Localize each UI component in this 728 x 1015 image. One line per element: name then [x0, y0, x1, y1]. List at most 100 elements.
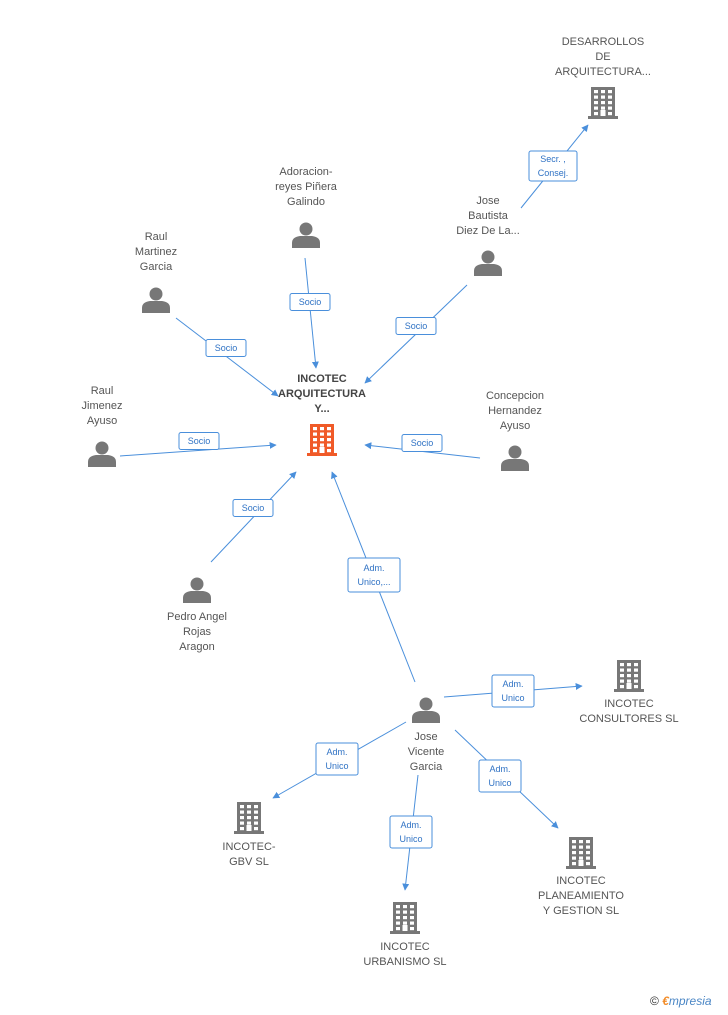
building-icon-window: [608, 112, 612, 116]
relation-label-text: Socio: [411, 438, 434, 448]
building-icon-window: [594, 90, 598, 94]
relation-label-text: Secr. ,: [540, 154, 566, 164]
relation-label-text: Socio: [188, 436, 211, 446]
relation-label[interactable]: Socio: [289, 293, 331, 311]
edge-jose_vicente-to-planeamiento: Adm. Unico: [454, 729, 559, 829]
edge-line: [304, 257, 319, 369]
node-label: ARQUITECTURA...: [555, 66, 651, 78]
empresia-logo[interactable]: © €mpresia: [650, 994, 712, 1008]
building-icon-window: [240, 816, 244, 820]
relation-label-text: Adm.: [502, 679, 523, 689]
edge-raul_martinez-to-incotec: Socio: [175, 317, 279, 397]
building-icon-window: [396, 921, 400, 925]
building-icon-window: [247, 810, 251, 814]
relation-label[interactable]: Adm. Unico: [478, 759, 522, 793]
building-icon-window: [634, 663, 638, 667]
building-icon-window: [586, 862, 590, 866]
node-label: Raul: [91, 385, 114, 397]
relation-label-text: Unico: [325, 761, 348, 771]
building-icon-window: [608, 106, 612, 110]
person-icon-body: [142, 301, 170, 313]
building-icon-window: [313, 432, 317, 436]
building-icon-door: [246, 825, 252, 831]
building-icon: [588, 87, 618, 119]
node-label: Jose: [476, 195, 499, 207]
relation-label-text: Unico: [488, 778, 511, 788]
relation-label[interactable]: Secr. ,Consej.: [528, 150, 578, 182]
person-icon: [88, 441, 116, 467]
node-label: Pedro Angel: [167, 611, 227, 623]
relation-label[interactable]: Socio: [232, 499, 274, 517]
building-icon: [307, 424, 337, 456]
relation-label[interactable]: Adm.Unico,...: [347, 557, 401, 593]
building-icon-window: [572, 845, 576, 849]
building-icon-door: [319, 447, 325, 453]
building-icon-window: [254, 827, 258, 831]
building-icon-window: [601, 101, 605, 105]
node-label: INCOTEC: [380, 941, 430, 953]
node-label: reyes Piñera: [275, 181, 338, 193]
person-icon-body: [183, 591, 211, 603]
relation-label[interactable]: Adm.Unico: [389, 815, 433, 849]
relation-label[interactable]: Adm.Unico: [315, 742, 359, 776]
node-label: Y GESTION SL: [543, 905, 619, 917]
building-icon-window: [586, 851, 590, 855]
node-gbv[interactable]: INCOTEC-GBV SL: [222, 802, 276, 868]
building-icon-window: [254, 816, 258, 820]
node-label: Bautista: [468, 210, 509, 222]
building-icon-window: [579, 856, 583, 860]
relation-label[interactable]: Socio: [178, 432, 220, 450]
person-icon-head: [419, 697, 433, 711]
building-icon-window: [313, 449, 317, 453]
building-icon-window: [586, 856, 590, 860]
building-icon-window: [601, 106, 605, 110]
building-icon-window: [313, 443, 317, 447]
relation-label-text: Socio: [299, 297, 322, 307]
relation-label-text: Adm.: [363, 563, 384, 573]
node-label: Rojas: [183, 626, 212, 638]
relation-label-text: Adm.: [489, 764, 510, 774]
building-icon-window: [410, 910, 414, 914]
person-icon: [412, 697, 440, 723]
relation-label-box: [347, 557, 401, 593]
building-icon-window: [254, 810, 258, 814]
building-icon-window: [320, 432, 324, 436]
edge-adoracion-to-incotec: Socio: [289, 257, 331, 369]
node-desarrollos[interactable]: DESARROLLOSDEARQUITECTURA...: [555, 36, 651, 119]
node-label: Raul: [145, 231, 168, 243]
person-icon: [501, 445, 529, 471]
node-incotec[interactable]: INCOTECARQUITECTURAY...: [278, 373, 366, 456]
person-icon-head: [190, 577, 204, 591]
node-label: URBANISMO SL: [363, 956, 446, 968]
node-label: PLANEAMIENTO: [538, 890, 624, 902]
relation-label[interactable]: Adm.Unico: [491, 674, 535, 708]
building-icon-window: [620, 668, 624, 672]
node-urbanismo[interactable]: INCOTEC URBANISMO SL: [363, 902, 447, 968]
building-icon-door: [626, 683, 632, 689]
relation-label-box: [491, 674, 535, 708]
building-icon-window: [396, 916, 400, 920]
building-icon: [614, 660, 644, 692]
node-label: Aragon: [179, 641, 214, 653]
relation-label[interactable]: Socio: [395, 317, 437, 335]
relation-label[interactable]: Socio: [205, 339, 247, 357]
edge-jose_bautista-to-desarrollos: Secr. ,Consej.: [520, 124, 589, 209]
building-icon-window: [396, 927, 400, 931]
relation-label[interactable]: Socio: [401, 434, 443, 452]
node-label: GBV SL: [229, 856, 269, 868]
node-label: Concepcion: [486, 390, 544, 402]
building-icon-door: [600, 110, 606, 116]
building-icon-window: [586, 840, 590, 844]
building-icon-window: [579, 840, 583, 844]
node-label: DE: [595, 51, 610, 63]
person-icon-body: [474, 264, 502, 276]
